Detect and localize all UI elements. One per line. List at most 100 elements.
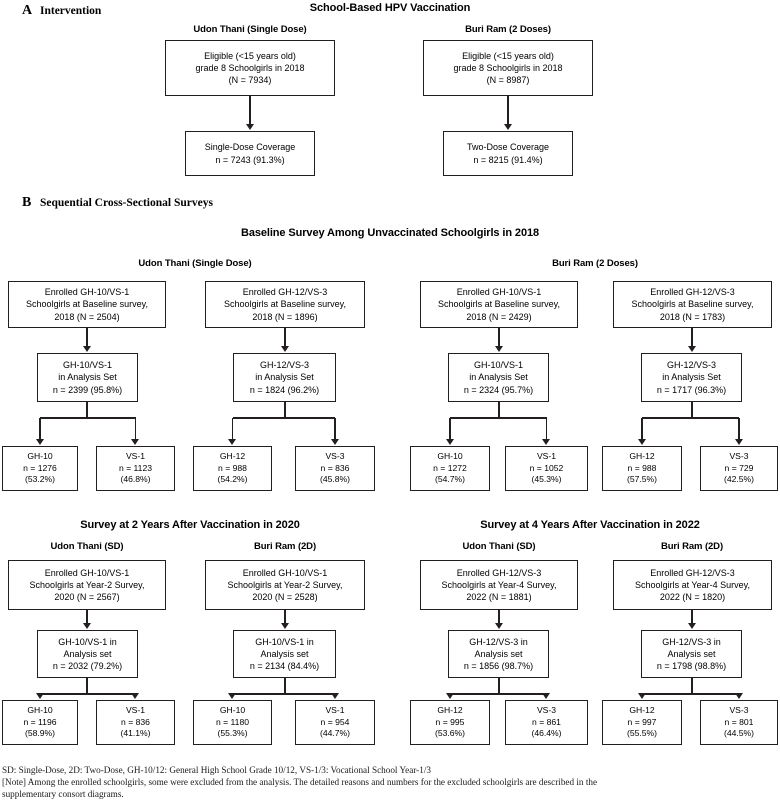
followup-analysis-box-1-line-2: n = 2134 (84.4%) xyxy=(249,661,320,672)
panel-a-connector-0-stem xyxy=(249,96,251,125)
followup-leaf-box-1-1-line-0: VS-1 xyxy=(325,705,345,716)
followup-leaf-box-2-0-line-0: GH-12 xyxy=(437,705,463,716)
baseline-split-bar-1 xyxy=(232,417,335,419)
baseline-leaf-box-2-1-line-1: n = 1052 xyxy=(529,462,564,473)
baseline-enrolled-connector-0-stem xyxy=(86,328,88,347)
followup-analysis-box-0-line-0: GH-10/VS-1 in xyxy=(58,636,117,647)
baseline-leaf-head-0-1 xyxy=(131,439,140,446)
followup-leaf-box-0-0-line-1: n = 1196 xyxy=(23,716,57,727)
baseline-leaf-box-2-0-line-0: GH-10 xyxy=(437,451,463,462)
followup-leaf-box-3-0-line-1: n = 997 xyxy=(627,716,657,727)
baseline-leaf-head-3-1 xyxy=(734,439,743,446)
followup-enrolled-box-0-line-0: Enrolled GH-10/VS-1 xyxy=(44,567,130,578)
baseline-leaf-box-0-0-line-2: (53.2%) xyxy=(24,474,56,485)
baseline-leaf-box-2-0-line-2: (54.7%) xyxy=(434,474,466,485)
baseline-analysis-box-0-line-0: GH-10/VS-1 xyxy=(62,360,113,371)
followup-leaf-box-2-1-line-0: VS-3 xyxy=(536,705,557,716)
baseline-leaf-box-3-1-line-2: (42.5%) xyxy=(723,474,755,485)
followup-leaf-box-3-1-line-1: n = 801 xyxy=(724,716,754,727)
baseline-leaf-box-1-1-line-1: n = 836 xyxy=(320,462,350,473)
followup-leaf-head-1-0 xyxy=(228,693,237,700)
baseline-leaf-box-3-0-line-2: (57.5%) xyxy=(626,474,658,485)
baseline-group-heading-0: Udon Thani (Single Dose) xyxy=(138,258,252,269)
panel-a-coverage-box-1-line-0: Two-Dose Coverage xyxy=(466,142,550,153)
panel-a-title: School-Based HPV Vaccination xyxy=(309,2,471,14)
panel-a-eligible-box-1-line-2: (N = 8987) xyxy=(486,75,530,86)
baseline-leaf-box-1-0-line-0: GH-12 xyxy=(219,451,246,462)
baseline-enrolled-box-1-line-0: Enrolled GH-12/VS-3 xyxy=(242,287,328,298)
followup-enrolled-connector-3-head xyxy=(687,623,696,630)
baseline-enrolled-connector-1-stem xyxy=(284,328,286,347)
followup-split-bar-1 xyxy=(232,693,335,695)
baseline-leaf-box-3-1-line-0: VS-3 xyxy=(729,451,749,462)
baseline-enrolled-box-0-line-2: 2018 (N = 2504) xyxy=(54,311,120,322)
footnote-line-2: supplementary consort diagrams. xyxy=(2,789,124,799)
panel-a-label: Intervention xyxy=(40,5,102,17)
followup-analysis-box-2-line-1: Analysis set xyxy=(474,648,523,659)
baseline-leaf-box-3-1-line-1: n = 729 xyxy=(724,462,754,473)
panel-a-eligible-box-0: Eligible (<15 years old)grade 8 Schoolgi… xyxy=(165,40,335,96)
panel-a-eligible-box-0-line-2: (N = 7934) xyxy=(228,75,272,86)
followup-enrolled-box-0-line-1: Schoolgirls at Year-2 Survey, xyxy=(29,579,145,590)
baseline-group-heading-2: Buri Ram (2 Doses) xyxy=(552,258,638,269)
baseline-leaf-stem-3-0 xyxy=(641,418,643,440)
followup-enrolled-connector-3-stem xyxy=(691,610,693,624)
baseline-enrolled-box-2-line-2: 2018 (N = 2429) xyxy=(466,311,532,322)
followup-leaf-box-3-1-line-0: VS-3 xyxy=(729,705,749,716)
followup-analysis-box-3-line-0: GH-12/VS-3 in xyxy=(662,636,721,647)
followup-leaf-box-0-0-line-0: GH-10 xyxy=(27,705,53,716)
baseline-leaf-head-2-1 xyxy=(542,439,551,446)
baseline-enrolled-box-1-line-2: 2018 (N = 1896) xyxy=(252,311,318,322)
followup-enrolled-box-1-line-2: 2020 (N = 2528) xyxy=(252,592,318,603)
followup-enrolled-box-2-line-1: Schoolgirls at Year-4 Survey, xyxy=(441,579,557,590)
baseline-analysis-box-3-line-0: GH-12/VS-3 xyxy=(666,360,717,371)
baseline-enrolled-box-3-line-0: Enrolled GH-12/VS-3 xyxy=(650,287,735,298)
followup-group-heading-0: Udon Thani (SD) xyxy=(50,541,124,552)
baseline-leaf-stem-3-1 xyxy=(738,418,740,440)
baseline-leaf-box-2-1-line-2: (45.3%) xyxy=(531,474,562,485)
baseline-leaf-stem-2-1 xyxy=(545,418,548,440)
baseline-split-stem-3 xyxy=(691,402,693,418)
followup-enrolled-connector-1-stem xyxy=(284,610,286,624)
followup-enrolled-connector-0-head xyxy=(82,623,91,630)
followup-leaf-box-2-0-line-2: (53.6%) xyxy=(434,728,466,739)
followup-leaf-head-2-1 xyxy=(542,693,551,700)
panel-a-connector-1-stem xyxy=(507,96,509,125)
baseline-split-bar-0 xyxy=(40,417,136,419)
baseline-enrolled-box-0-line-1: Schoolgirls at Baseline survey, xyxy=(26,299,148,310)
followup-enrolled-box-0-line-2: 2020 (N = 2567) xyxy=(54,592,120,603)
baseline-leaf-box-0-0-line-1: n = 1276 xyxy=(23,462,57,473)
baseline-enrolled-connector-2-head xyxy=(494,346,503,353)
panel-a-eligible-box-1: Eligible (<15 years old)grade 8 Schoolgi… xyxy=(423,40,593,96)
followup-leaf-box-3-1-line-2: (44.5%) xyxy=(723,728,755,739)
panel-b-label: Sequential Cross-Sectional Surveys xyxy=(40,197,213,209)
followup-analysis-box-0-line-2: n = 2032 (79.2%) xyxy=(52,661,123,672)
followup-leaf-head-0-0 xyxy=(35,693,44,700)
baseline-leaf-box-1-0-line-2: (54.2%) xyxy=(217,474,248,485)
baseline-leaf-head-3-0 xyxy=(637,439,646,446)
followup-leaf-box-2-1-line-2: (46.4%) xyxy=(531,728,562,739)
followup-leaf-box-1-1-line-2: (44.7%) xyxy=(319,728,351,739)
followup-split-bar-2 xyxy=(450,693,547,695)
panel-a-coverage-box-0-line-0: Single-Dose Coverage xyxy=(204,142,296,153)
baseline-leaf-box-1-1-line-2: (45.8%) xyxy=(319,474,351,485)
baseline-enrolled-connector-3-head xyxy=(687,346,696,353)
followup-analysis-box-2-line-2: n = 1856 (98.7%) xyxy=(463,661,534,672)
baseline-leaf-head-0-0 xyxy=(35,439,44,446)
